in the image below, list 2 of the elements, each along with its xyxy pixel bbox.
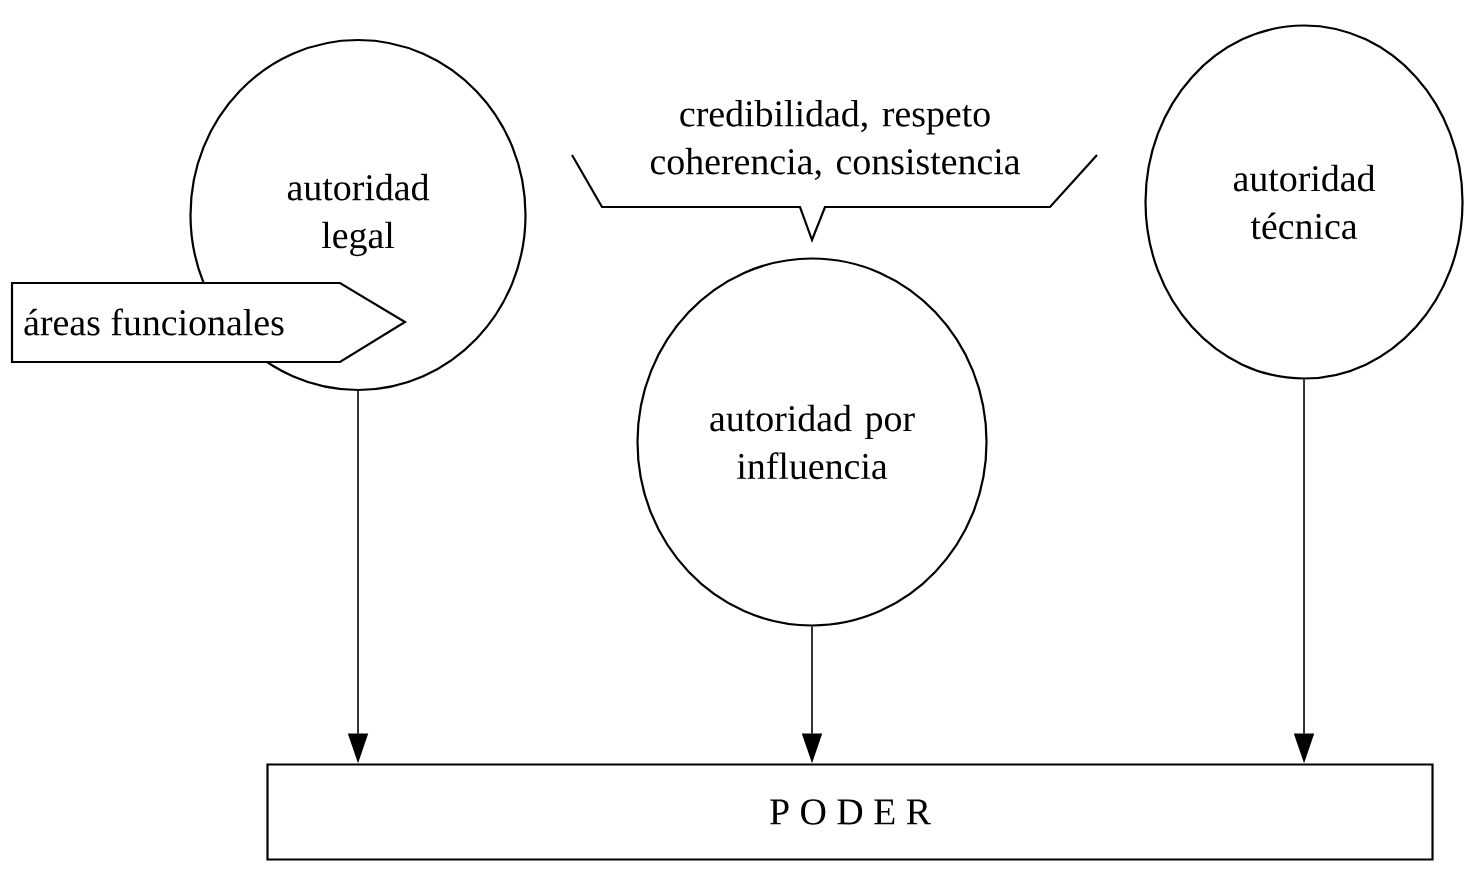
bracket-callout: credibilidad, respeto coherencia, consistencia — [571, 100, 1098, 244]
box: P O D E R — [266, 763, 1434, 861]
